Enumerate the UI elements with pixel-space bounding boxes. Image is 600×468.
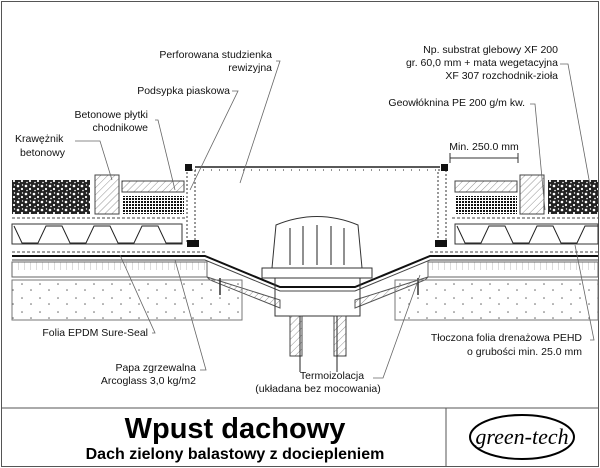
dimension-min-250: Min. 250.0 mm	[449, 141, 519, 163]
green-tech-logo: green-tech	[469, 414, 575, 460]
roof-layers	[11, 174, 599, 321]
inspection-chamber	[185, 164, 448, 247]
slabs-label: Betonowe płytki	[74, 109, 148, 121]
slab-left	[121, 180, 185, 193]
drawing-subtitle: Dach zielony balastowy z dociepleniem	[86, 446, 385, 463]
substrate-label-3: XF 307 rozchodnik-zioła	[445, 70, 558, 82]
grate-label-2: rewizyjna	[228, 62, 272, 74]
curb-left	[94, 174, 120, 215]
drawing-title: Wpust dachowy	[125, 413, 346, 445]
insulation-label: Termoizolacja	[300, 370, 364, 382]
slabs-label-2: chodnikowe	[93, 122, 149, 134]
leader-lines	[75, 60, 595, 379]
epdm-label: Folia EPDM Sure-Seal	[42, 327, 148, 339]
geotextile-label: Geowłóknina PE 200 g/m kw.	[388, 97, 525, 109]
gravel-left	[12, 180, 90, 214]
substrate-label: Np. substrat glebowy XF 200	[423, 44, 558, 56]
curb-right	[519, 174, 545, 215]
dimension-label: Min. 250.0 mm	[449, 141, 519, 153]
curb-label-2: betonowy	[20, 147, 66, 159]
substrate-label-2: gr. 60,0 mm + mata wegetacyjna	[406, 57, 558, 69]
insulation-label-2: (układana bez mocowania)	[255, 383, 381, 395]
grate-label: Perforowana studzienka	[159, 49, 272, 61]
drainage-label: Tłoczona folia drenażowa PEHD	[431, 332, 583, 344]
felt-label: Papa zgrzewalna	[115, 362, 196, 374]
slab-right	[454, 180, 518, 193]
logo-text: green-tech	[475, 424, 568, 449]
curb-label: Krawężnik	[15, 133, 64, 145]
sand-label: Podsypka piaskowa	[137, 85, 230, 97]
substrate-left	[122, 196, 184, 214]
drainage-label-2: o grubości min. 25.0 mm	[467, 346, 582, 358]
gravel-right	[548, 180, 598, 214]
felt-label-2: Arcoglass 3,0 kg/m2	[101, 375, 196, 387]
substrate-right	[455, 196, 517, 214]
roof-drain	[261, 216, 373, 372]
